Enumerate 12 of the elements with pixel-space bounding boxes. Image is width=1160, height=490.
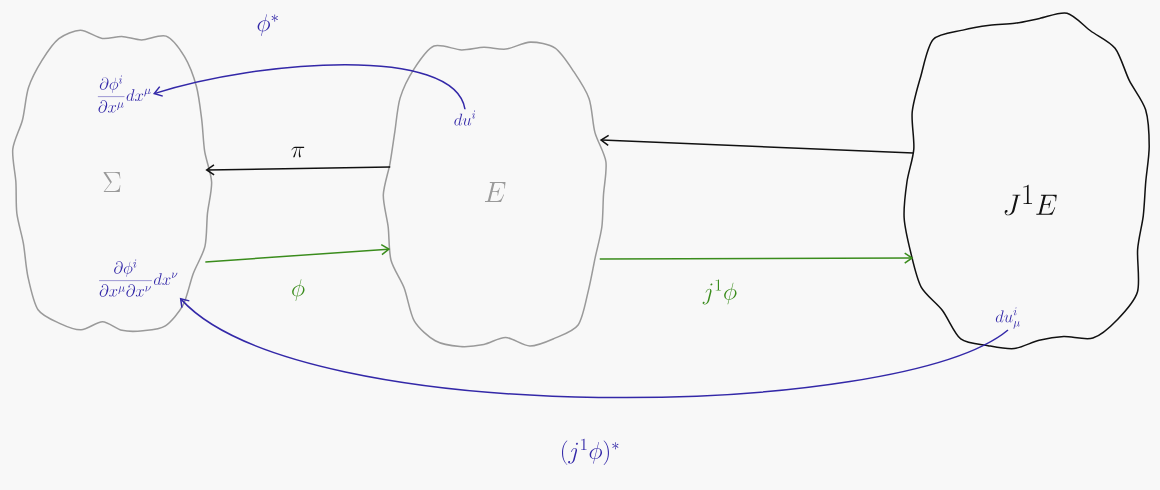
- formula-label: $du^i$: [454, 110, 476, 126]
- edge-label: $\phi^*$: [255, 13, 281, 37]
- arrow: [599, 252, 914, 264]
- arrow: [179, 297, 1009, 399]
- arrow: [204, 243, 391, 263]
- arrow: [599, 134, 915, 154]
- formula-label: $\frac{\partial\phi^i}{\partial x^\mu}dx^\mu$: [97, 75, 151, 113]
- arrow: [152, 63, 466, 110]
- formula-label: $du^i_\mu$: [995, 307, 1020, 329]
- formula-label: $\frac{\partial\phi^i}{\partial x^\mu\partial x^\nu}dx^\nu$: [99, 259, 178, 297]
- arrow: [205, 164, 392, 176]
- edge-label: $(j^1\phi)^*$: [558, 437, 622, 467]
